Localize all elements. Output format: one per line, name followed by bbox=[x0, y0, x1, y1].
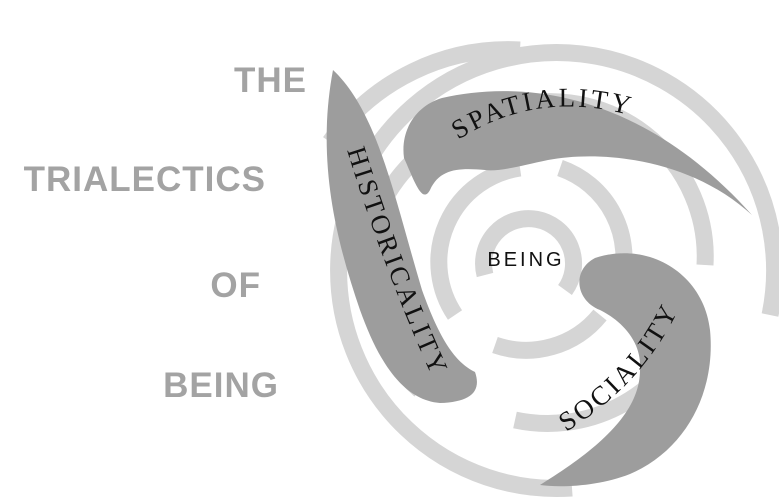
center-being-label: BEING bbox=[487, 249, 564, 271]
swirl-band-inner-bottom bbox=[495, 315, 600, 350]
swirl-band-inner bbox=[439, 168, 520, 315]
